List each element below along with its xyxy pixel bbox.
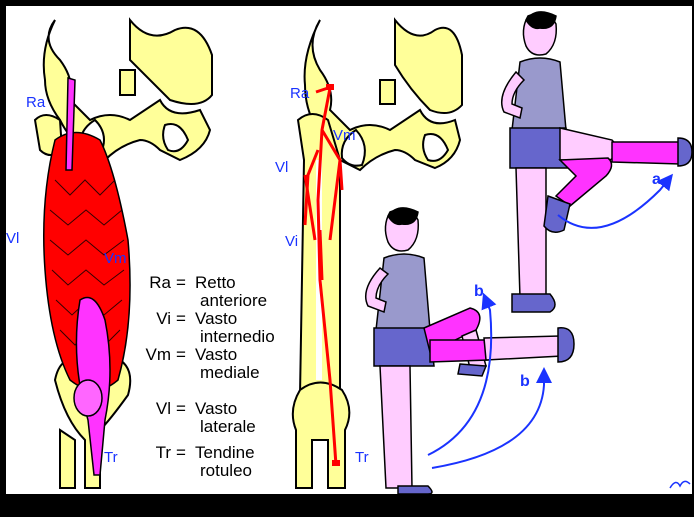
middle-label-vm: Vm <box>333 127 356 144</box>
legend-sep-ra: = <box>176 273 186 292</box>
legend-line2-tr: rotuleo <box>200 461 252 480</box>
left-label-tr: Tr <box>104 449 118 466</box>
middle-label-vl: Vl <box>275 159 288 176</box>
illustration-panel: Ra Vl Vm Tr Ra = Retto anteriore Vi = Va… <box>6 6 692 494</box>
motion-label-b2: b <box>520 373 530 390</box>
legend-code-vm: Vm <box>146 345 172 364</box>
legend-sep-tr: = <box>176 443 186 462</box>
left-label-vm: Vm <box>104 250 127 267</box>
legend-sep-vi: = <box>176 309 186 328</box>
legend-code-vl: Vl <box>156 399 171 418</box>
middle-label-tr: Tr <box>355 449 369 466</box>
middle-insertion-tr <box>332 460 340 466</box>
legend-sep-vl: = <box>176 399 186 418</box>
legend-line1-vm: Vasto <box>195 345 237 364</box>
figure-a-person <box>502 12 692 312</box>
legend-line2-vl: laterale <box>200 417 256 436</box>
legend-line2-ra: anteriore <box>200 291 267 310</box>
legend: Ra = Retto anteriore Vi = Vasto interned… <box>146 273 275 480</box>
legend-line1-vl: Vasto <box>195 399 237 418</box>
middle-label-ra: Ra <box>290 85 310 102</box>
middle-label-vi: Vi <box>285 233 298 250</box>
legend-line1-tr: Tendine <box>195 443 255 462</box>
legend-line2-vm: mediale <box>200 363 260 382</box>
legend-line1-ra: Retto <box>195 273 236 292</box>
legend-line1-vi: Vasto <box>195 309 237 328</box>
motion-label-a: a <box>652 171 661 188</box>
middle-origin-ra <box>326 84 334 90</box>
legend-sep-vm: = <box>176 345 186 364</box>
legend-code-ra: Ra <box>149 273 171 292</box>
signature-mark <box>670 481 690 488</box>
left-label-ra: Ra <box>26 94 46 111</box>
quadriceps-illustration: Ra Vl Vm Tr Ra = Retto anteriore Vi = Va… <box>6 6 692 494</box>
left-label-vl: Vl <box>6 230 19 247</box>
legend-code-tr: Tr <box>156 443 172 462</box>
motion-label-b1: b <box>474 283 484 300</box>
legend-code-vi: Vi <box>156 309 171 328</box>
legend-line2-vi: internedio <box>200 327 275 346</box>
